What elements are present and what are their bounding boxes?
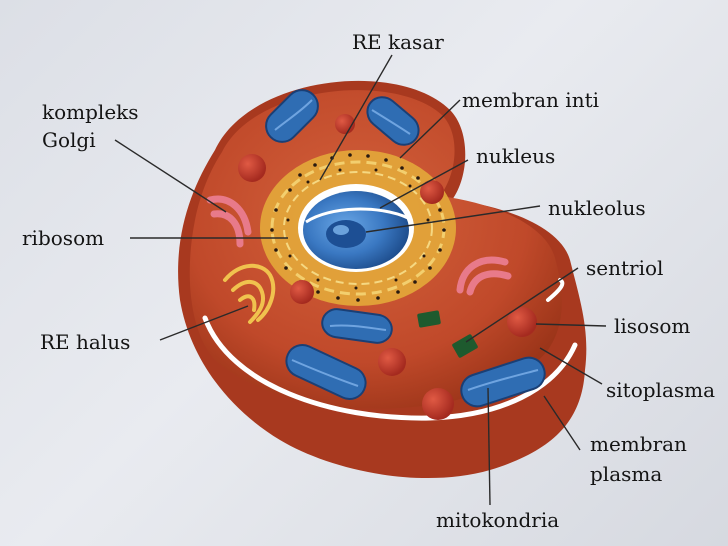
nucleus-cutaway bbox=[305, 207, 409, 224]
line-lisosom bbox=[535, 323, 607, 327]
plasma-membrane bbox=[202, 315, 578, 421]
rough-er-inner bbox=[270, 160, 446, 296]
line-sentriol bbox=[465, 267, 579, 343]
plasma-membrane-right bbox=[546, 278, 565, 302]
line-mitokondria bbox=[487, 387, 491, 506]
line-kompleks-golgi bbox=[114, 139, 227, 213]
golgi-complex bbox=[206, 195, 512, 296]
line-sitoplasma bbox=[539, 347, 603, 385]
label-ribosom: ribosom bbox=[22, 226, 105, 250]
mitochondria-cristae bbox=[274, 99, 539, 391]
line-re-kasar bbox=[319, 54, 393, 181]
label-re-kasar: RE kasar bbox=[352, 30, 444, 54]
label-nukleolus: nukleolus bbox=[548, 196, 646, 220]
label-re-halus: RE halus bbox=[40, 330, 131, 354]
label-sitoplasma: sitoplasma bbox=[606, 378, 716, 402]
label-membran-inti: membran inti bbox=[462, 88, 600, 112]
line-nukleolus bbox=[365, 205, 541, 233]
leader-lines bbox=[114, 54, 607, 506]
label-mitokondria: mitokondria bbox=[436, 508, 560, 532]
centrioles bbox=[417, 310, 478, 358]
smooth-er bbox=[223, 263, 276, 324]
label-membran-plasma-line2: plasma bbox=[590, 462, 663, 486]
mitochondria bbox=[265, 89, 546, 408]
label-kompleks-golgi-line1: kompleks bbox=[42, 100, 139, 124]
line-membran-plasma bbox=[543, 395, 581, 451]
label-kompleks-golgi-line2: Golgi bbox=[42, 128, 96, 152]
nucleolus bbox=[326, 220, 366, 248]
label-nukleus: nukleus bbox=[476, 144, 556, 168]
nucleolus-highlight bbox=[333, 225, 349, 235]
line-nukleus bbox=[379, 159, 469, 209]
line-membran-inti bbox=[399, 99, 461, 159]
label-membran-plasma-line1: membran bbox=[590, 432, 687, 456]
rough-er-inner-2 bbox=[283, 171, 433, 285]
line-re-halus bbox=[159, 305, 249, 341]
label-sentriol: sentriol bbox=[586, 256, 664, 280]
label-lisosom: lisosom bbox=[614, 314, 691, 338]
